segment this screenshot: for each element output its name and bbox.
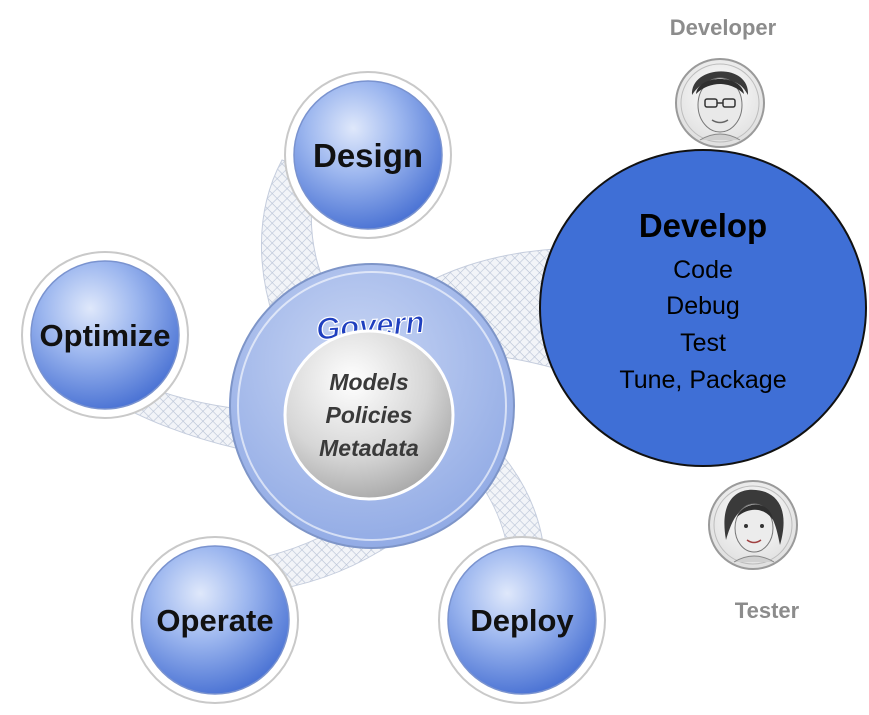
develop-title: Develop <box>639 207 767 244</box>
develop-item-debug: Debug <box>666 292 740 320</box>
core-line-models: Models <box>329 369 408 395</box>
core-line-metadata: Metadata <box>319 435 419 461</box>
tester-avatar <box>708 480 798 570</box>
developer-avatar <box>675 58 765 148</box>
stage-design: Design <box>284 71 452 239</box>
stage-optimize-label: Optimize <box>40 318 171 353</box>
develop-item-code: Code <box>673 256 733 284</box>
developer-label: Developer <box>670 15 777 40</box>
stage-optimize: Optimize <box>21 251 189 419</box>
stage-operate-label: Operate <box>156 603 273 638</box>
stage-develop: Develop Code Debug Test Tune, Package <box>539 149 867 467</box>
core-circle <box>283 329 455 501</box>
stage-deploy: Deploy <box>438 536 606 704</box>
core-line-policies: Policies <box>326 402 413 428</box>
develop-item-test: Test <box>680 329 726 357</box>
tester-label: Tester <box>735 598 800 623</box>
stage-operate: Operate <box>131 536 299 704</box>
stage-design-label: Design <box>313 137 423 174</box>
stage-deploy-label: Deploy <box>470 603 574 638</box>
develop-item-tune: Tune, Package <box>619 366 786 394</box>
